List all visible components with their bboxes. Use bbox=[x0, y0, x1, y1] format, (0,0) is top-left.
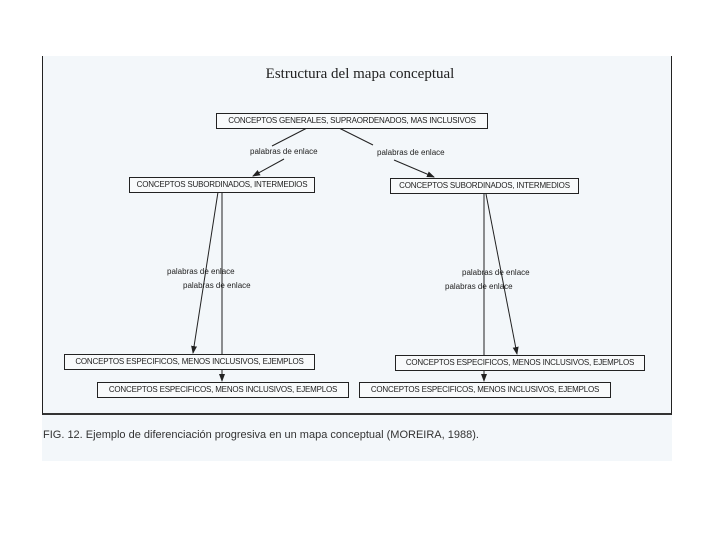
connector bbox=[338, 127, 374, 146]
concept-box-specific: CONCEPTOS ESPECIFICOS, MENOS INCLUSIVOS,… bbox=[64, 354, 315, 370]
link-label: palabras de enlace bbox=[250, 147, 318, 156]
concept-box-specific: CONCEPTOS ESPECIFICOS, MENOS INCLUSIVOS,… bbox=[359, 382, 611, 398]
link-label: palabras de enlace bbox=[183, 281, 251, 290]
connector bbox=[252, 158, 285, 177]
link-label: palabras de enlace bbox=[445, 282, 513, 291]
link-label: palabras de enlace bbox=[462, 268, 530, 277]
connector bbox=[191, 191, 219, 354]
concept-box-specific: CONCEPTOS ESPECIFICOS, MENOS INCLUSIVOS,… bbox=[97, 382, 349, 398]
diagram-title: Estructura del mapa conceptual bbox=[265, 66, 455, 82]
link-label: palabras de enlace bbox=[167, 267, 235, 276]
connector bbox=[485, 193, 519, 355]
figure-frame bbox=[42, 56, 672, 415]
connector bbox=[393, 159, 435, 178]
concept-box-specific: CONCEPTOS ESPECIFICOS, MENOS INCLUSIVOS,… bbox=[395, 355, 645, 371]
concept-box-subordinate-right: CONCEPTOS SUBORDINADOS, INTERMEDIOS bbox=[390, 178, 579, 194]
concept-box-subordinate-left: CONCEPTOS SUBORDINADOS, INTERMEDIOS bbox=[129, 177, 315, 193]
connector bbox=[271, 127, 308, 147]
figure-caption: FIG. 12. Ejemplo de diferenciación progr… bbox=[43, 429, 479, 441]
link-label: palabras de enlace bbox=[377, 148, 445, 157]
concept-box-general: CONCEPTOS GENERALES, SUPRAORDENADOS, MAS… bbox=[216, 113, 488, 129]
